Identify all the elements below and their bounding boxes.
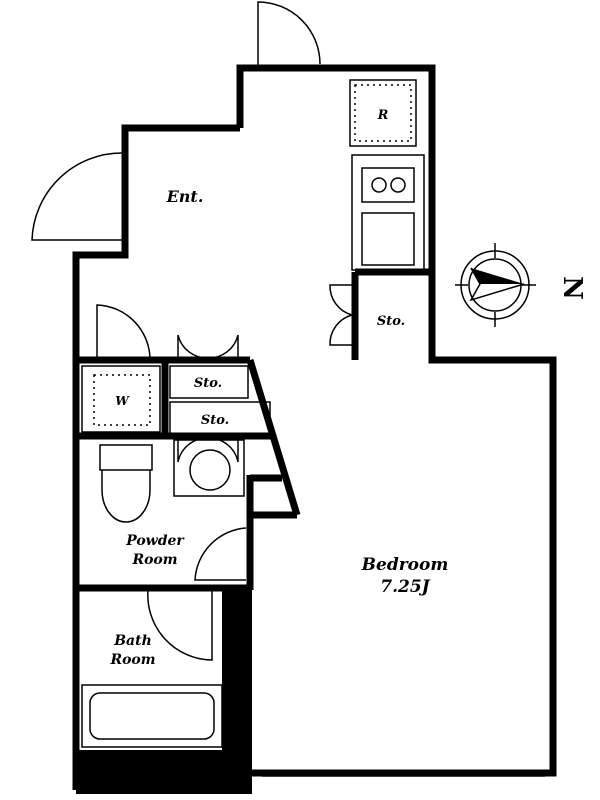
bath-room-label-1: Bath <box>113 633 152 649</box>
powder-room-label-2: Room <box>131 552 177 568</box>
north-label: N <box>557 276 587 300</box>
storage-2-label: Sto. <box>201 413 229 428</box>
compass <box>455 243 536 327</box>
bedroom-label: Bedroom <box>361 555 449 575</box>
powder-room-label-1: Powder <box>125 533 185 549</box>
washer-label: W <box>115 394 130 408</box>
walls <box>72 64 557 794</box>
fixtures <box>81 79 425 748</box>
storage-1-label: Sto. <box>194 376 222 391</box>
refrigerator-label: R <box>377 108 389 123</box>
storage-kitchen-label: Sto. <box>377 314 405 329</box>
bath-room-label-2: Room <box>109 652 155 668</box>
bedroom-size: 7.25J <box>380 577 430 597</box>
entrance-label: Ent. <box>166 187 204 206</box>
doors <box>31 1 545 777</box>
